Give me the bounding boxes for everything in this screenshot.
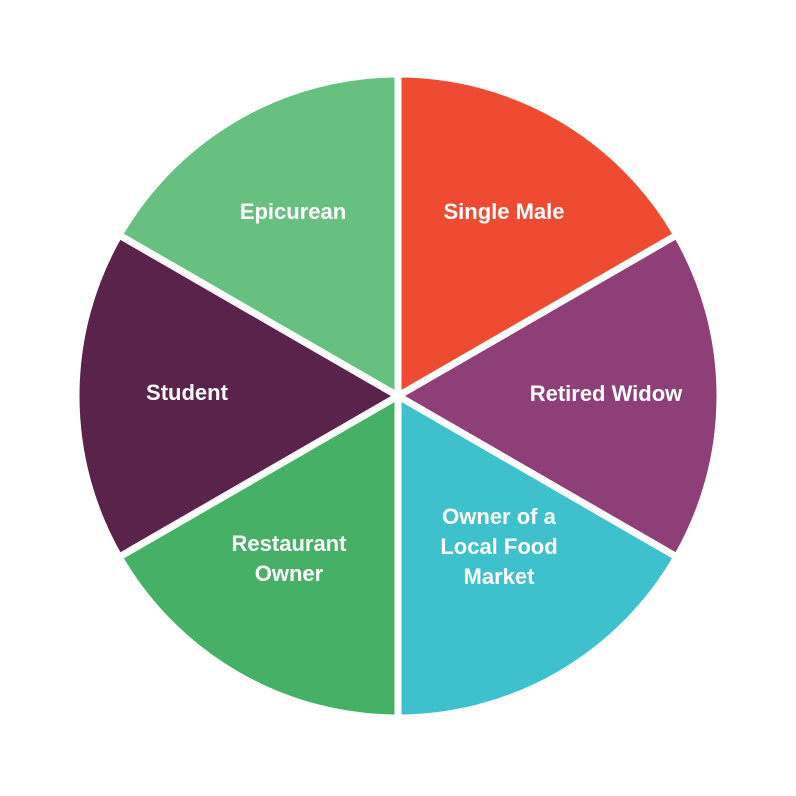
wheel-slice-label-line: Owner of a <box>442 504 556 529</box>
wheel-slice-label-line: Market <box>464 564 536 589</box>
wheel-slice-label: Retired Widow <box>530 381 683 406</box>
wheel-slice-label: Epicurean <box>240 199 346 224</box>
wheel-slices <box>72 70 724 722</box>
wheel-slice <box>394 70 681 400</box>
wheel-slice-label: Single Male <box>443 199 564 224</box>
wheel-slice-label-line: Local Food <box>440 534 557 559</box>
wheel-slice-label: Student <box>146 380 229 405</box>
wheel-slice-label-line: Single Male <box>443 199 564 224</box>
wheel-slice <box>115 70 402 400</box>
wheel-slice <box>394 231 724 561</box>
wheel-slice-label-line: Owner <box>255 561 324 586</box>
wheel-slice-label-line: Retired Widow <box>530 381 683 406</box>
wheel-slice-label-line: Student <box>146 380 229 405</box>
wheel-slice <box>72 231 402 561</box>
wheel-slice-label-line: Restaurant <box>232 531 348 556</box>
wheel-slice <box>394 392 681 722</box>
wheel-slice-label-line: Epicurean <box>240 199 346 224</box>
wheel-slice <box>115 392 402 722</box>
